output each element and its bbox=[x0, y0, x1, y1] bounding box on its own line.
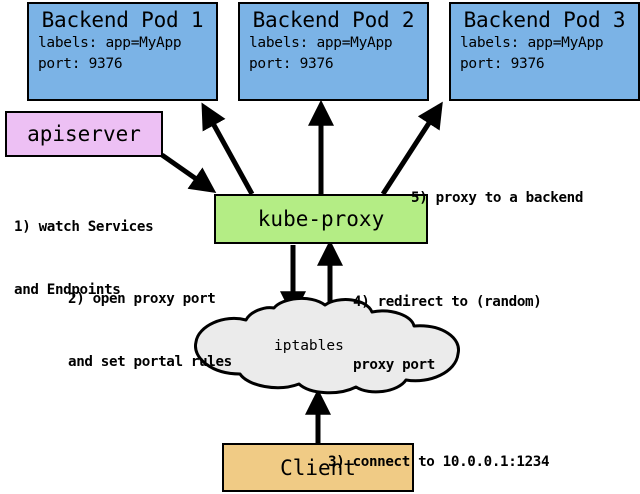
backend-pod-3-port: port: 9376 bbox=[460, 56, 545, 72]
backend-pod-3-box[interactable]: Backend Pod 3 labels: app=MyApp port: 93… bbox=[449, 2, 640, 101]
step-3-note: 3) connect to 10.0.0.1:1234 bbox=[328, 410, 550, 494]
backend-pod-2-title: Backend Pod 2 bbox=[252, 8, 415, 32]
backend-pod-1-box[interactable]: Backend Pod 1 labels: app=MyApp port: 93… bbox=[27, 2, 218, 101]
apiserver-box[interactable]: apiserver bbox=[5, 111, 163, 157]
backend-pod-3-labels: labels: app=MyApp bbox=[460, 35, 604, 51]
step-2-note: 2) open proxy port and set portal rules bbox=[68, 247, 232, 415]
step-5-note: 5) proxy to a backend bbox=[411, 146, 583, 251]
client-label: Client bbox=[280, 455, 356, 480]
backend-pod-1-labels: labels: app=MyApp bbox=[38, 35, 182, 51]
step-4-note: 4) redirect to (random) proxy port bbox=[353, 250, 542, 418]
backend-pod-2-labels: labels: app=MyApp bbox=[249, 35, 393, 51]
step-1-line-2: and Endpoints bbox=[14, 282, 121, 298]
step-4-line-2: proxy port bbox=[353, 357, 435, 373]
backend-pod-2-port: port: 9376 bbox=[249, 56, 334, 72]
arrow-apiserver-to-kubeproxy bbox=[160, 152, 217, 193]
backend-pod-2-box[interactable]: Backend Pod 2 labels: app=MyApp port: 93… bbox=[238, 2, 429, 101]
kube-proxy-box[interactable]: kube-proxy bbox=[214, 194, 428, 244]
backend-pod-1-port: port: 9376 bbox=[38, 56, 123, 72]
step-1-note: 1) watch Services and Endpoints bbox=[14, 175, 154, 343]
step-3-line-1: 3) connect to 10.0.0.1:1234 bbox=[328, 454, 550, 470]
arrow-kubeproxy-to-pod1 bbox=[201, 102, 255, 196]
iptables-label: iptables bbox=[274, 338, 344, 354]
step-4-line-1: 4) redirect to (random) bbox=[353, 294, 542, 310]
client-box[interactable]: Client bbox=[222, 443, 414, 492]
apiserver-label: apiserver bbox=[27, 122, 141, 146]
step-1-line-1: 1) watch Services bbox=[14, 219, 154, 235]
cloud-shape-icon bbox=[194, 296, 460, 395]
backend-pod-1-title: Backend Pod 1 bbox=[41, 8, 204, 32]
iptables-cloud[interactable]: iptables bbox=[186, 296, 466, 396]
step-2-line-1: 2) open proxy port bbox=[68, 291, 216, 307]
step-2-line-2: and set portal rules bbox=[68, 354, 232, 370]
step-5-line-1: 5) proxy to a backend bbox=[411, 190, 584, 206]
backend-pod-3-title: Backend Pod 3 bbox=[463, 8, 626, 32]
kube-proxy-label: kube-proxy bbox=[257, 207, 385, 231]
